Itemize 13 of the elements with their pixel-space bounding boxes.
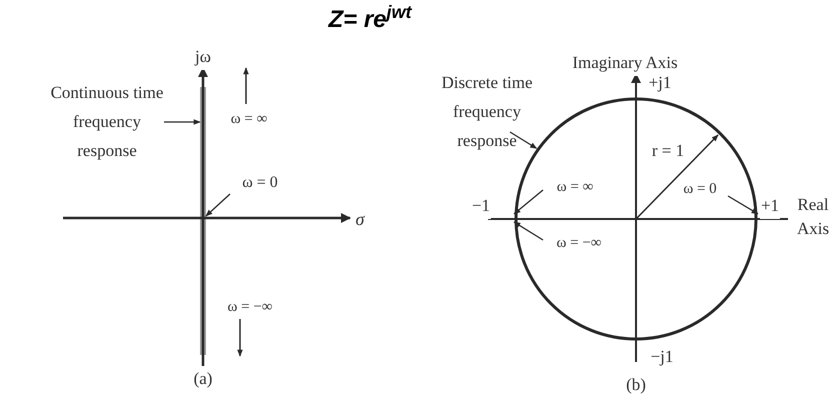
annotation-text: ω = −∞ [556, 234, 602, 253]
annotation-text: ω = 0 [242, 173, 278, 193]
annotation-text: ω = ∞ [556, 178, 594, 197]
title: Z= re$^{jwt}$ [328, 2, 412, 35]
annotation-text: Continuous time frequency response [50, 82, 164, 162]
leader-arrow [164, 119, 201, 125]
leader-arrow [205, 194, 230, 216]
leader-arrow [510, 131, 538, 149]
annotation-text: ω = 0 [683, 180, 717, 199]
leader-arrow [514, 190, 544, 214]
leader-arrow [513, 222, 544, 241]
annotation-text: Discrete time frequency response [440, 72, 534, 152]
leader-arrow [728, 195, 758, 214]
